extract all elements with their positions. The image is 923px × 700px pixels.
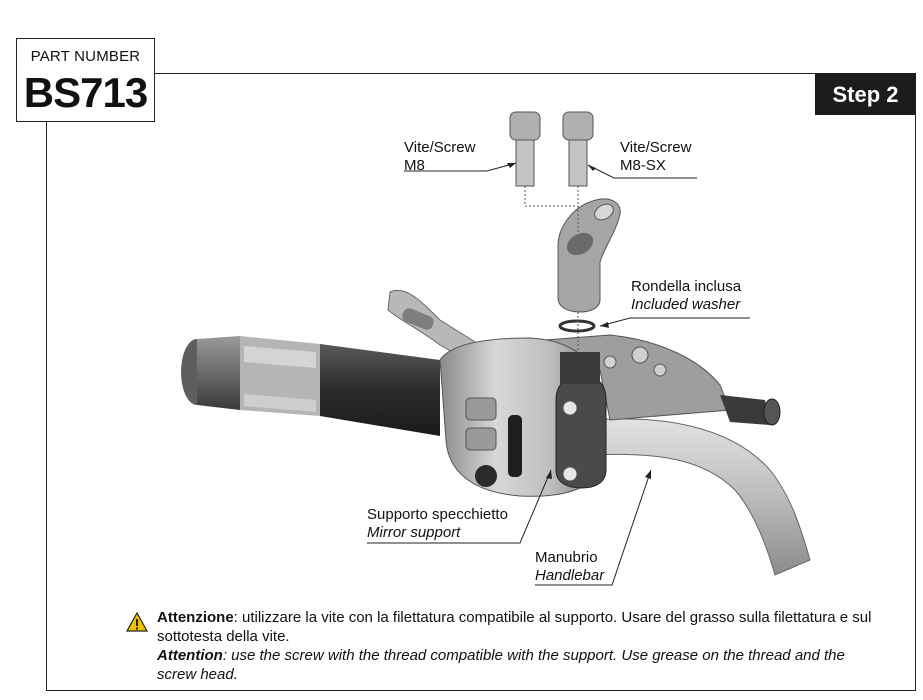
warning-italian-body: : utilizzare la vite con la filettatura … [157,609,872,645]
warning-english-label: Attention [157,647,223,664]
leader-lines [367,162,750,586]
assembly-guide-lines [524,186,579,352]
part-number-value: BS713 [23,69,148,116]
warning-italian: Attenzione: utilizzare la vite con la fi… [157,608,877,646]
warning-text: Attenzione: utilizzare la vite con la fi… [157,608,877,684]
part-number-label: PART NUMBER [30,48,141,65]
callout-screw-m8: Vite/Screw M8 [404,139,475,175]
warning-english: Attention: use the screw with the thread… [157,646,877,684]
callout-washer-line2: Included washer [631,296,741,313]
callout-screw-m8-sx: Vite/Screw M8-SX [620,139,691,175]
callout-mirror-support-line1: Supporto specchietto [367,506,508,523]
part-number-box: PART NUMBER BS713 [16,38,155,122]
screw-m8 [509,111,541,187]
mirror-support-clamp [555,352,607,489]
callout-washer: Rondella inclusa Included washer [631,278,741,314]
grip [181,336,440,436]
mirror-adapter [557,198,621,313]
warning-english-body: : use the screw with the thread compatib… [157,647,845,683]
leader-arrowheads [507,163,651,479]
callout-screw-m8-sx-line1: Vite/Screw [620,139,692,156]
callout-washer-line1: Rondella inclusa [631,278,742,295]
callout-screw-m8-line2: M8 [404,157,425,174]
diagram-frame [46,73,916,691]
callout-screw-m8-line1: Vite/Screw [404,139,476,156]
callout-handlebar-line2: Handlebar [535,567,605,584]
warning-italian-label: Attenzione [157,609,234,626]
callout-mirror-support: Supporto specchietto Mirror support [367,506,508,542]
callout-handlebar-line1: Manubrio [535,549,598,566]
screw-m8-sx [562,111,594,187]
callout-mirror-support-line2: Mirror support [367,524,461,541]
callout-screw-m8-sx-line2: M8-SX [620,157,666,174]
washer [558,319,596,333]
step-badge: Step 2 [815,74,916,115]
warning-icon [126,612,148,632]
handlebar-tube [589,418,811,576]
callout-handlebar: Manubrio Handlebar [535,549,604,585]
